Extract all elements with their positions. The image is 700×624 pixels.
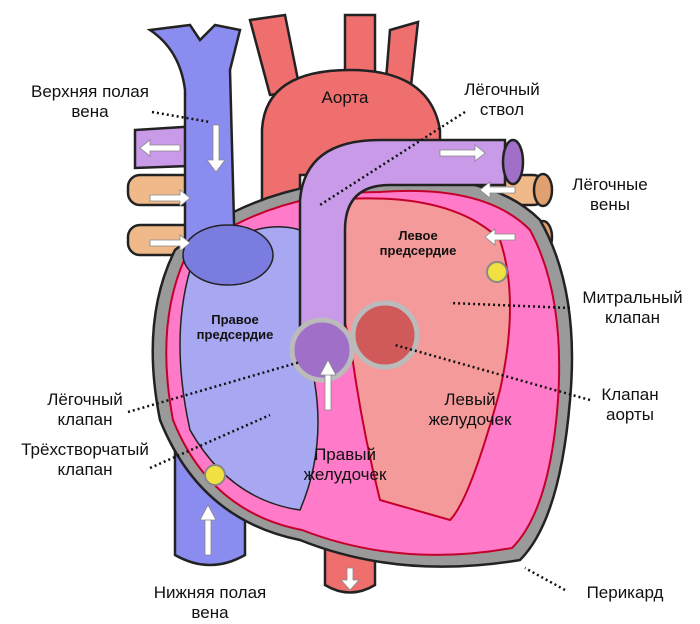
label-line: Лёгочный [47,390,123,409]
label-left-atrium: Левое предсердие [368,228,468,258]
mitral-annulus [486,261,508,283]
label-superior-vena-cava: Верхняя полая вена [20,82,160,122]
label-pericardium: Перикард [586,583,664,602]
pulmonary-valve [289,317,355,383]
label-line: Левый [444,390,496,409]
leader-lines [127,110,591,592]
label-mitral-valve: Митральный клапан [570,288,695,328]
label-line: ствол [479,100,525,119]
flow-arrows [139,124,516,591]
label-left-ventricle: Левый желудочек [415,390,525,430]
label-line: Лёгочный [464,80,540,99]
label-line: Нижняя полая [153,583,267,602]
pulmonary-trunk [298,138,507,342]
superior-vena-cava [146,23,242,262]
label-line: вена [191,603,229,622]
label-inferior-vena-cava: Нижняя полая вена [135,583,285,623]
tricuspid-annulus [204,464,226,486]
label-line: Лёгочные [572,175,648,194]
aorta-label: Аорта [322,88,369,107]
label-line: Клапан [601,385,659,404]
label-line: аорты [606,405,654,424]
label-line: клапан [57,410,113,429]
label-line: Трёхстворчатый [21,440,149,459]
label-line: желудочек [428,410,512,429]
label-line: вены [590,195,630,214]
label-line: предсердие [379,243,457,258]
label-line: желудочек [303,465,387,484]
label-line: Верхняя полая [31,82,149,101]
label-line: Митральный [582,288,683,307]
label-line: Правое [211,312,259,327]
label-line: Левое [398,228,438,243]
label-line: Правый [314,445,376,464]
label-tricuspid-valve: Трёхстворчатый клапан [5,440,165,480]
aortic-valve [350,300,420,370]
label-line: клапан [57,460,113,479]
label-right-ventricle: Правый желудочек [290,445,400,485]
label-pulmonary-valve: Лёгочный клапан [30,390,140,430]
label-right-atrium: Правое предсердие [185,312,285,342]
label-pulmonary-trunk: Лёгочный ствол [447,80,557,120]
aorta [260,68,442,302]
label-pulmonary-veins: Лёгочные вены [555,175,665,215]
label-line: вена [71,102,109,121]
label-line: предсердие [196,327,274,342]
label-aortic-valve: Клапан аорты [585,385,675,425]
label-line: клапан [604,308,661,327]
